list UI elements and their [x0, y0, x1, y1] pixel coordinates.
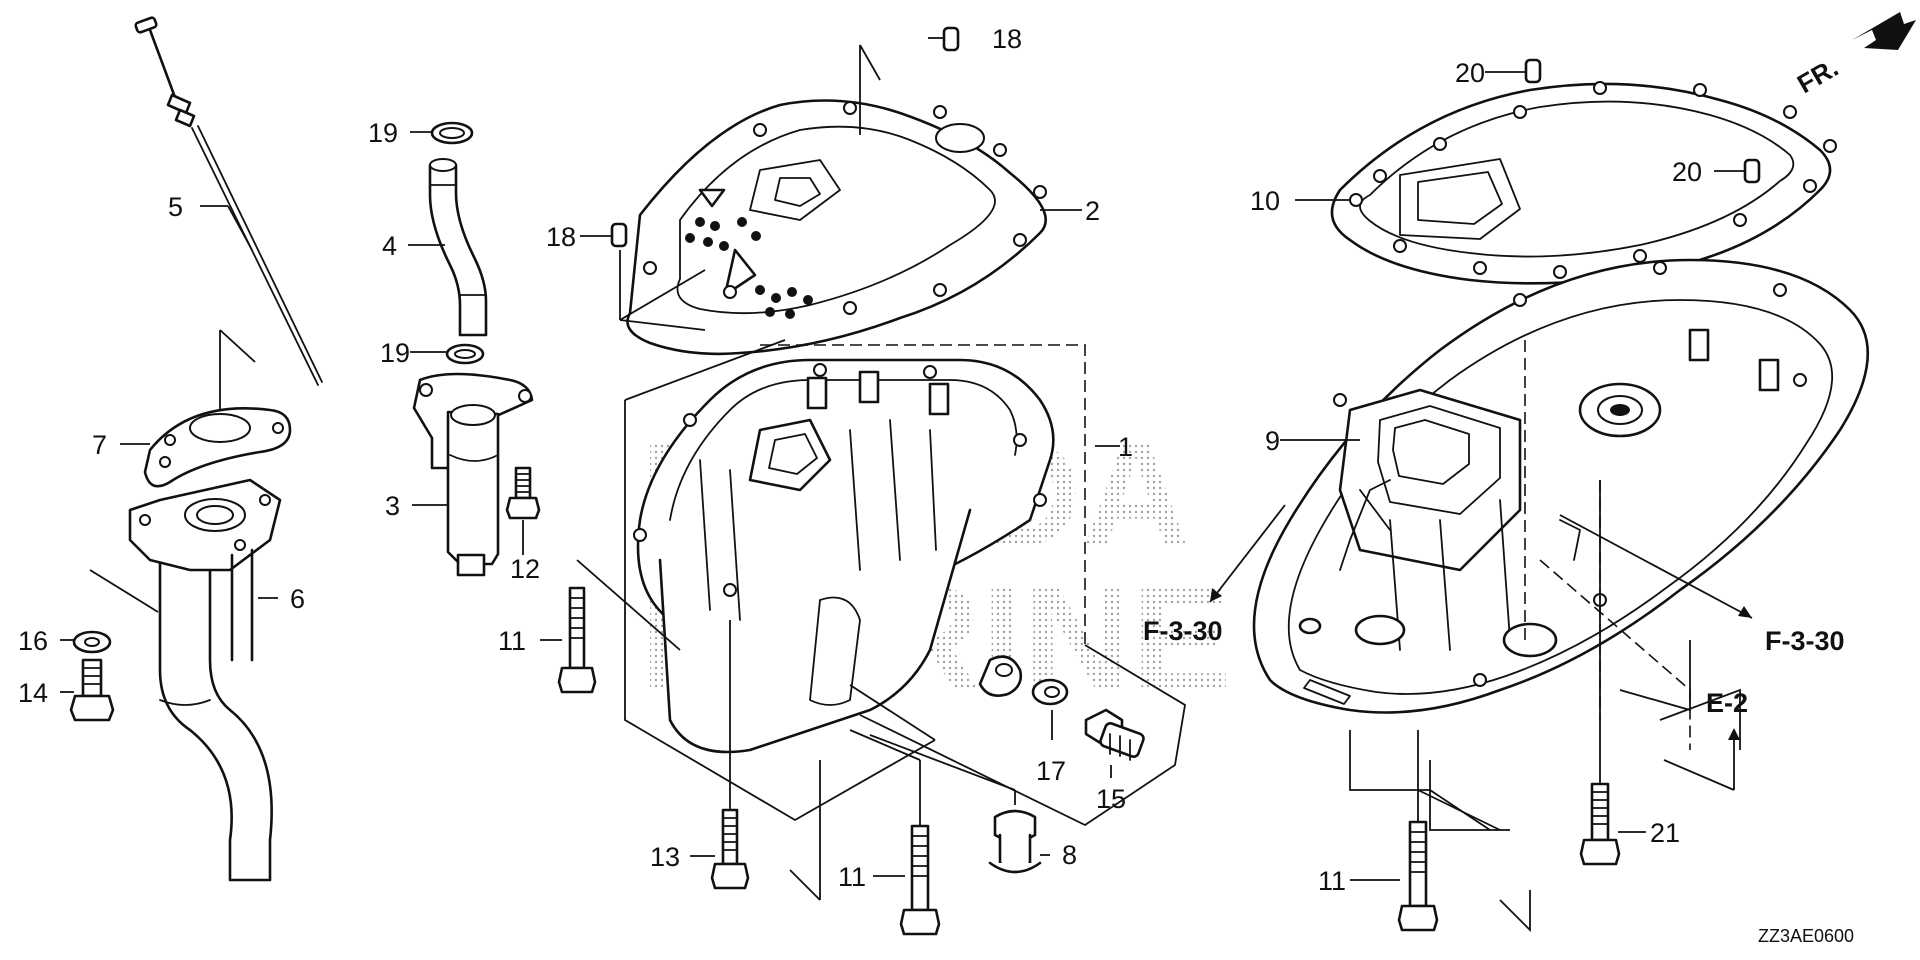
fr-label: FR. [1792, 52, 1843, 99]
oil-pump-body [412, 372, 534, 577]
drain-bolt-15 [1084, 708, 1145, 778]
callout-21: 21 [1650, 818, 1680, 848]
oil-pan [633, 358, 1055, 754]
oil-pan-gasket [619, 44, 1047, 356]
callout-16: 16 [18, 626, 48, 656]
dowel-pin-18-left [610, 222, 628, 248]
ref-arrow-e2 [1663, 728, 1740, 791]
callout-20-right: 20 [1672, 157, 1702, 187]
diagram-code: ZZ3AE0600 [1758, 926, 1854, 946]
washer-16 [72, 630, 112, 654]
callout-11-right: 11 [1318, 866, 1346, 896]
callout-3: 3 [385, 491, 400, 521]
callout-9: 9 [1265, 426, 1280, 456]
dipstick [134, 16, 323, 386]
callout-7: 7 [92, 430, 107, 460]
dowel-pin-20-top [1524, 58, 1542, 84]
o-ring-19-top [430, 121, 474, 145]
dowel-pin-20-right [1743, 158, 1761, 184]
callout-5: 5 [168, 192, 183, 222]
ref-label-e2: E-2 [1706, 688, 1748, 718]
callout-4: 4 [382, 231, 397, 261]
callout-20-top: 20 [1455, 58, 1485, 88]
bolt-11-center [789, 729, 941, 936]
extension-case-gasket [1330, 81, 1837, 285]
bolt-21 [1579, 480, 1621, 866]
grommet-8 [869, 734, 1042, 874]
callout-2: 2 [1085, 196, 1100, 226]
oil-strainer [89, 478, 282, 882]
gasket-holes [685, 217, 813, 319]
ref-label-right: F-3-30 [1765, 626, 1845, 656]
callout-6: 6 [290, 584, 305, 614]
callout-18-top: 18 [992, 24, 1022, 54]
bolt-11-right [1397, 730, 1501, 932]
reference-labels: F-3-30 F-3-30 E-2 [1143, 616, 1845, 718]
callout-19-bottom: 19 [380, 338, 410, 368]
callout-8: 8 [1062, 840, 1077, 870]
callout-11-center: 11 [838, 862, 866, 892]
callout-15: 15 [1096, 784, 1126, 814]
ref-label-left: F-3-30 [1143, 616, 1223, 646]
oil-pipe [428, 158, 488, 337]
callout-13: 13 [650, 842, 680, 872]
bolt-14 [69, 658, 115, 722]
o-ring-19-bottom [445, 343, 485, 365]
washer-17 [1031, 678, 1069, 740]
leader-lines [60, 37, 1745, 881]
bolt-13 [710, 620, 750, 890]
callout-18-left: 18 [546, 222, 576, 252]
ref-arrow-left [1209, 504, 1286, 603]
callout-12: 12 [510, 554, 540, 584]
extension-case [1252, 258, 1870, 714]
callout-1: 1 [1118, 432, 1133, 462]
ref-arrow-right [1559, 514, 1753, 619]
callout-19-top: 19 [368, 118, 398, 148]
bolt-11-left [557, 559, 681, 694]
bolt-12 [505, 466, 541, 555]
callout-10: 10 [1250, 186, 1280, 216]
dowel-pin-18-top [942, 26, 960, 52]
callout-14: 14 [18, 678, 48, 708]
front-direction-indicator: FR. [1792, 12, 1916, 99]
callout-11-left: 11 [498, 626, 526, 656]
callout-17: 17 [1036, 756, 1066, 786]
assembly-outline [624, 339, 1186, 827]
oil-pump-gasket [143, 329, 292, 488]
callout-labels: 1 2 3 4 5 6 7 8 9 10 11 11 11 12 13 14 1… [18, 24, 1702, 896]
